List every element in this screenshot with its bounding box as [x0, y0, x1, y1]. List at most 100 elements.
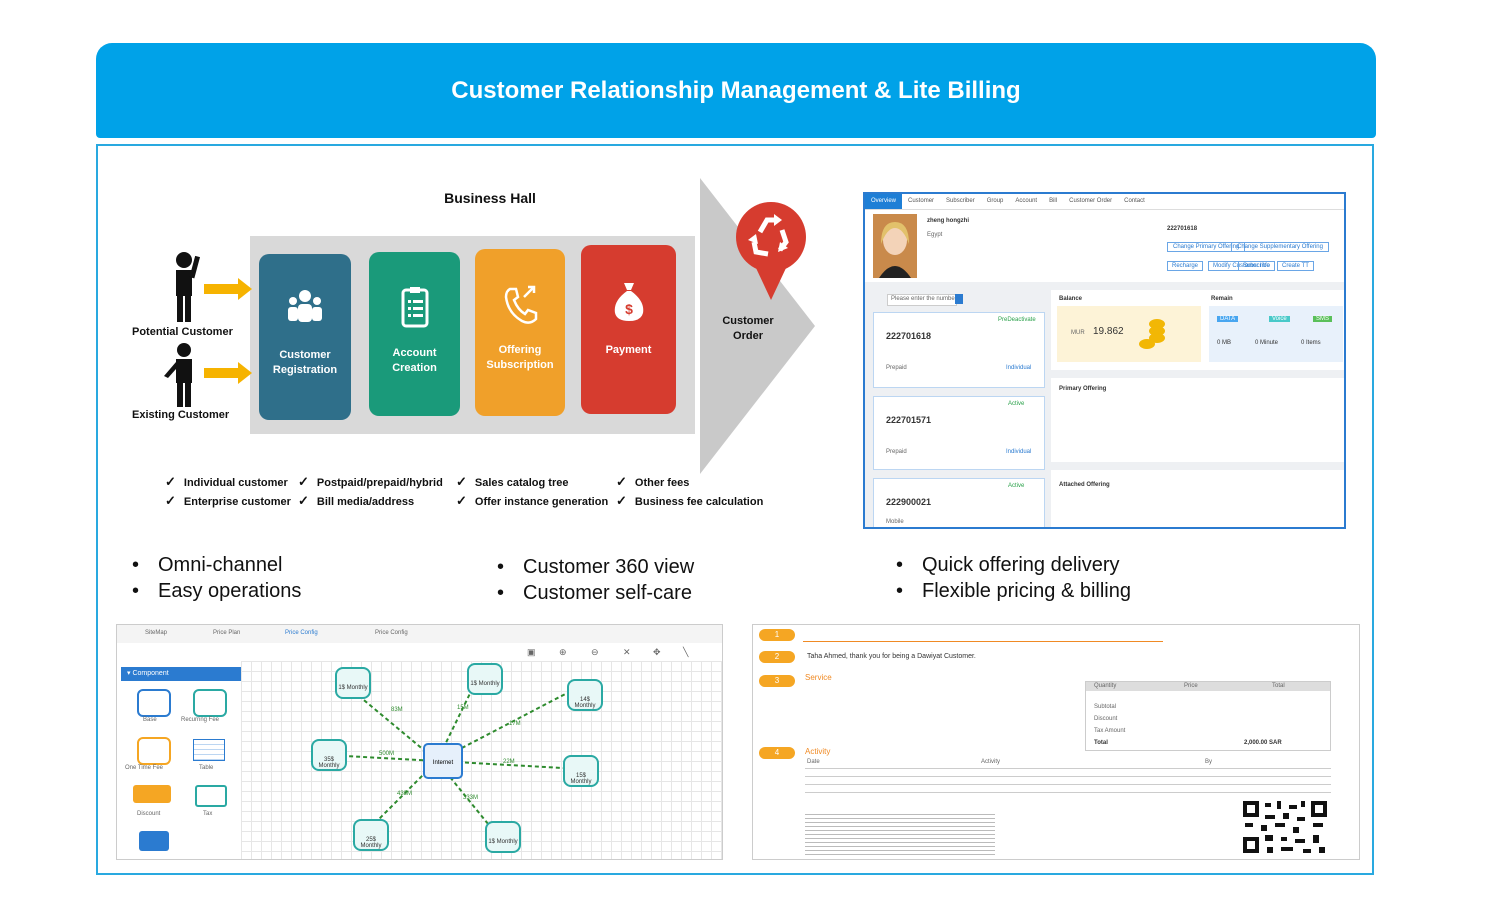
- zoom-out-icon[interactable]: ⊖: [591, 647, 599, 657]
- coins-icon: [1139, 319, 1165, 349]
- balance-panel: Balance MUR 19.862 Remain DATA Voice SMS…: [1051, 290, 1344, 370]
- recycle-pin-icon: [736, 202, 806, 300]
- base-icon[interactable]: [137, 689, 171, 717]
- feature-bullet: •Easy operations: [132, 580, 302, 602]
- activity-table: Date Activity By: [805, 759, 1331, 799]
- center-node[interactable]: Internet: [423, 743, 463, 779]
- subscriber-card[interactable]: 222701618 PreDeactivate Prepaid Individu…: [873, 312, 1045, 388]
- invoice-footer-text: [805, 811, 995, 855]
- step-badge: 1: [759, 629, 795, 641]
- tab-subscriber[interactable]: Subscriber: [946, 198, 975, 204]
- subscribe-button[interactable]: Subscribe: [1238, 261, 1275, 271]
- customer-360-screenshot: Overview Customer Subscriber Group Accou…: [863, 192, 1346, 529]
- recharge-button[interactable]: Recharge: [1167, 261, 1204, 271]
- tab-overview[interactable]: Overview: [865, 194, 903, 209]
- price-node[interactable]: 1$ Monthly: [335, 667, 371, 699]
- activity-heading: Activity: [805, 747, 831, 756]
- potential-customer-label: Potential Customer: [132, 326, 233, 338]
- search-input[interactable]: Please enter the number: [887, 294, 957, 306]
- price-node[interactable]: 1$ Monthly: [467, 663, 503, 695]
- customer-name: zheng hongzhi: [927, 218, 969, 224]
- step-badge: 3: [759, 675, 795, 687]
- tab-group[interactable]: Group: [986, 198, 1004, 204]
- feature-bullet: •Quick offering delivery: [896, 554, 1120, 576]
- arrow-right-icon: [204, 362, 252, 384]
- line-icon[interactable]: ╲: [683, 647, 689, 657]
- save-icon[interactable]: ▣: [527, 647, 536, 657]
- qr-code-icon: [1241, 799, 1329, 855]
- price-config-screenshot: SiteMap Price Plan Price Config Price Co…: [116, 624, 723, 860]
- one-time-fee-icon[interactable]: [137, 737, 171, 765]
- potential-customer-icon: [176, 252, 201, 322]
- change-primary-offering-button[interactable]: Change Primary Offering: [1167, 242, 1246, 252]
- subscriber-card[interactable]: 222701571 Active Prepaid Individual: [873, 396, 1045, 470]
- clipboard-icon: [401, 287, 428, 328]
- avatar: [873, 214, 917, 278]
- check-item: ✓Enterprise customer: [165, 493, 291, 508]
- c360-tabbar: Overview Customer Subscriber Group Accou…: [865, 194, 1344, 210]
- phone-call-icon: [504, 285, 538, 324]
- change-supplementary-offering-button[interactable]: Change Supplementary Offering: [1231, 242, 1329, 252]
- tab-sitemap[interactable]: SiteMap: [145, 630, 168, 636]
- invoice-greeting: Taha Ahmed, thank you for being a Dawiya…: [807, 653, 976, 660]
- zoom-in-icon[interactable]: ⊕: [559, 647, 567, 657]
- tab-bill[interactable]: Bill: [1049, 198, 1058, 204]
- content-frame: [96, 144, 1374, 875]
- feature-bullet: •Customer self-care: [497, 582, 692, 604]
- tab-customer[interactable]: Customer: [908, 198, 935, 204]
- price-node[interactable]: 25$ Monthly: [353, 819, 389, 851]
- remain-box: DATA Voice SMS 0 MB 0 Minute 0 Items: [1209, 306, 1343, 362]
- search-icon[interactable]: [955, 294, 963, 304]
- attached-offering-panel: Attached Offering: [1051, 470, 1344, 527]
- feature-bullet: •Flexible pricing & billing: [896, 580, 1131, 602]
- fit-icon[interactable]: ✕: [623, 647, 631, 657]
- business-hall-arrow: [700, 178, 815, 474]
- tab-price-plan[interactable]: Price Plan: [213, 630, 241, 636]
- tab-price-config-2[interactable]: Price Config: [375, 630, 408, 636]
- check-item: ✓Business fee calculation: [616, 493, 764, 508]
- price-node[interactable]: 14$ Monthly: [567, 679, 603, 711]
- price-node[interactable]: 15$ Monthly: [563, 755, 599, 787]
- tax-icon[interactable]: [195, 785, 227, 807]
- existing-customer-label: Existing Customer: [132, 409, 230, 421]
- subscriber-card[interactable]: 222900021 Active Mobile: [873, 478, 1045, 527]
- discount-icon[interactable]: [133, 785, 171, 803]
- check-item: ✓Sales catalog tree: [456, 474, 569, 489]
- price-node[interactable]: 35$ Monthly: [311, 739, 347, 771]
- create-tt-button[interactable]: Create TT: [1277, 261, 1314, 271]
- recurring-fee-icon[interactable]: [193, 689, 227, 717]
- payment-card: $ Payment: [581, 245, 676, 414]
- people-group-icon: [288, 290, 322, 322]
- check-item: ✓Postpaid/prepaid/hybrid: [298, 474, 443, 489]
- component-panel: ▾ Component Base Recurring Fee One Time …: [117, 661, 242, 859]
- component-icon[interactable]: [139, 831, 169, 851]
- arrow-right-icon: [204, 278, 252, 300]
- primary-offering-panel: Primary Offering: [1051, 378, 1344, 462]
- feature-bullet: •Omni-channel: [132, 554, 283, 576]
- svg-text:$: $: [625, 301, 633, 317]
- customer-country: Egypt: [927, 232, 943, 238]
- feature-bullet: •Customer 360 view: [497, 556, 695, 578]
- invoice-screenshot: 1 2 3 4 Taha Ahmed, thank you for being …: [752, 624, 1360, 860]
- price-node[interactable]: 1$ Monthly: [485, 821, 521, 853]
- tab-price-config[interactable]: Price Config: [285, 630, 318, 636]
- move-icon[interactable]: ✥: [653, 647, 661, 657]
- tab-contact[interactable]: Contact: [1124, 198, 1145, 204]
- service-table: Quantity Price Total Subtotal Discount T…: [1085, 681, 1331, 751]
- price-config-toolbar: ▣ ⊕ ⊖ ✕ ✥ ╲: [117, 643, 722, 662]
- tab-customer-order[interactable]: Customer Order: [1069, 198, 1113, 204]
- invoice-header-line: [803, 629, 1163, 642]
- price-config-tabbar: SiteMap Price Plan Price Config Price Co…: [117, 625, 722, 644]
- balance-box: MUR 19.862: [1057, 306, 1201, 362]
- subscriber-number: 222701618: [1167, 226, 1198, 232]
- table-icon[interactable]: [193, 739, 225, 761]
- business-hall-title: Business Hall: [444, 190, 536, 206]
- tab-account[interactable]: Account: [1015, 198, 1038, 204]
